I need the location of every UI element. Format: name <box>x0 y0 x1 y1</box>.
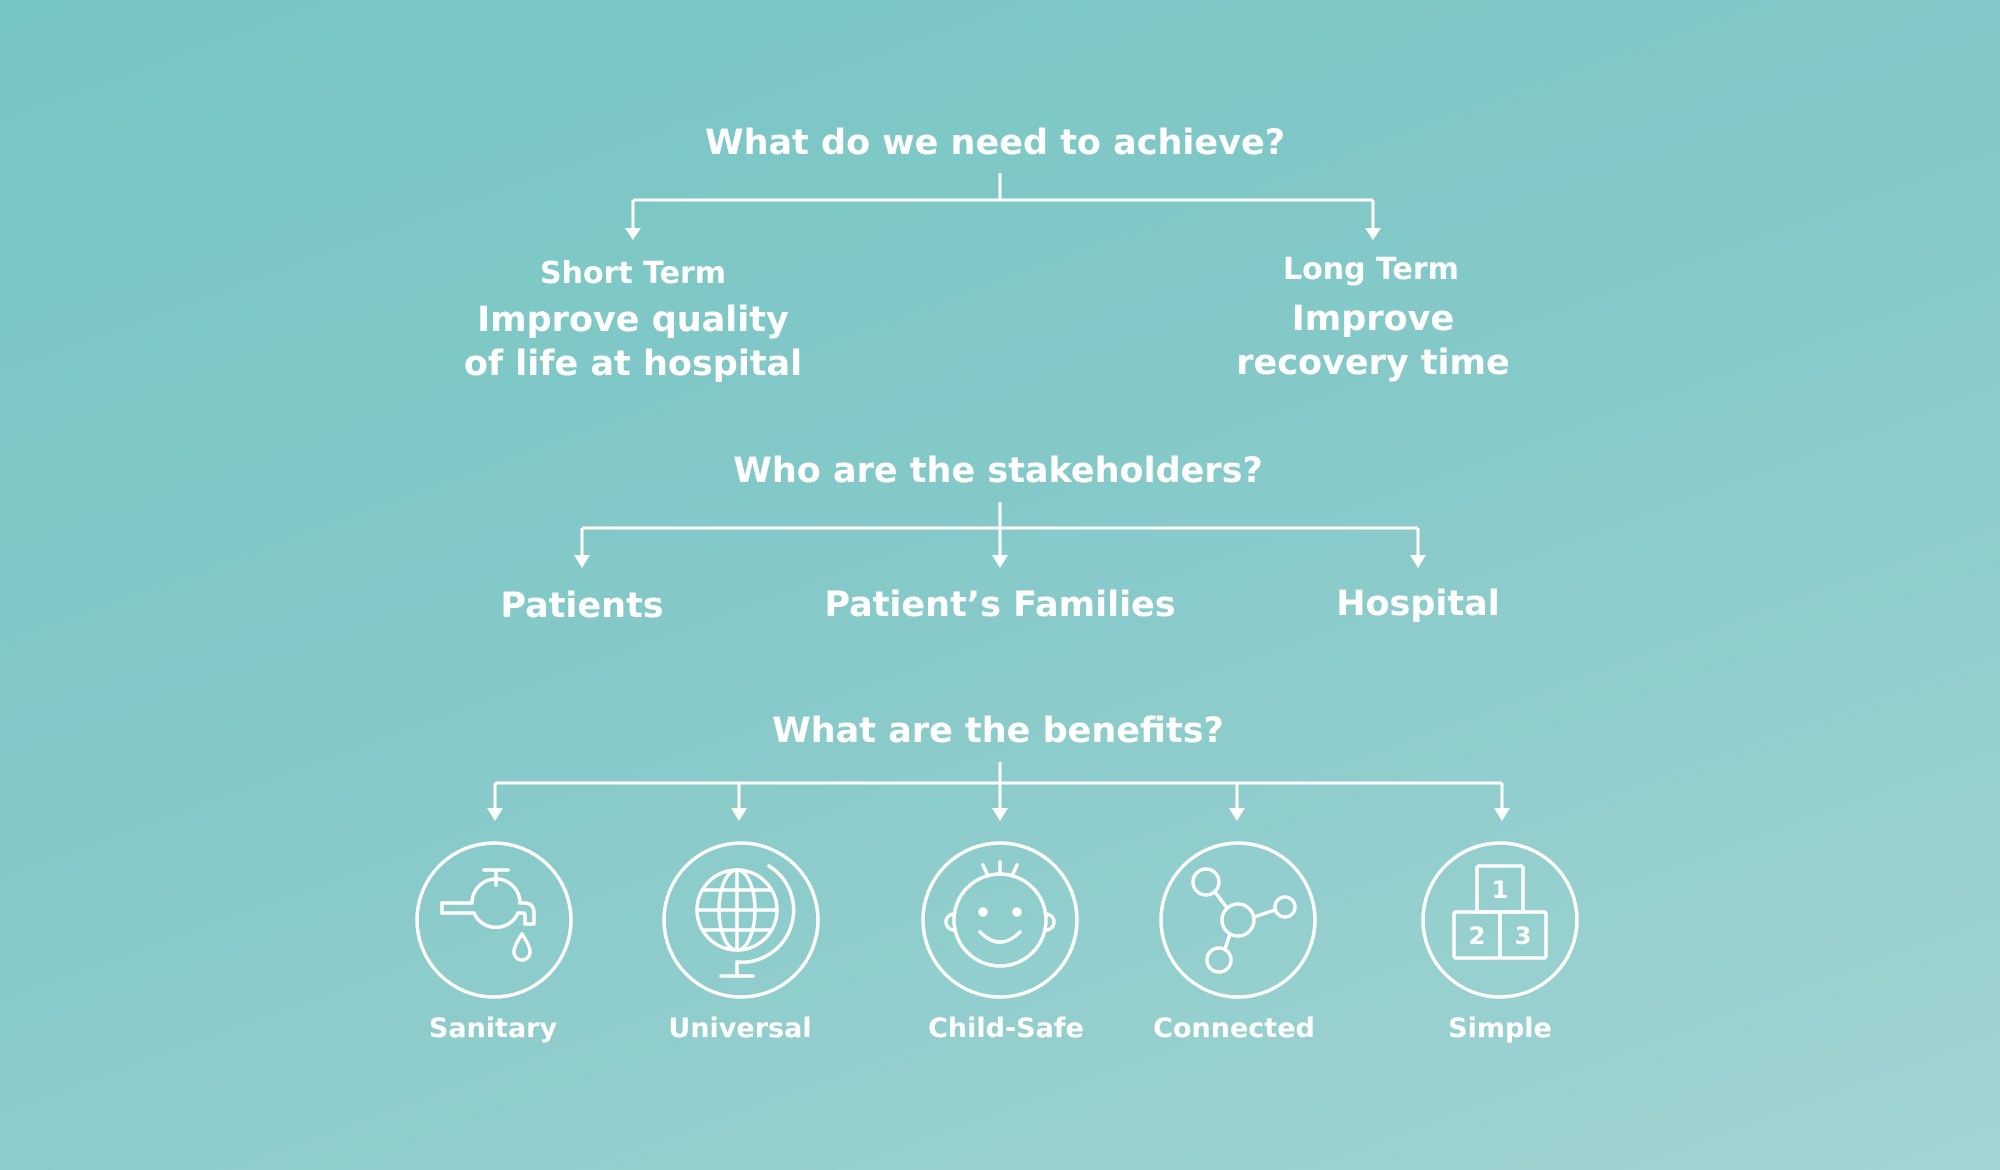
long-term-goal-line1: Improve <box>1291 299 1455 339</box>
benefits-question: What are the benefits? <box>772 711 1224 751</box>
achieve-question: What do we need to achieve? <box>704 123 1286 163</box>
stakeholders-question: Who are the stakeholders? <box>733 451 1263 491</box>
benefit-connected-label: Connected <box>1153 1013 1315 1044</box>
benefit-universal-label: Universal <box>668 1013 812 1044</box>
stakeholder-patients: Patients <box>500 586 664 626</box>
long-term-goal-line2: recovery time <box>1236 343 1510 383</box>
short-term-goal: Improve quality of life at hospital <box>464 298 802 386</box>
globe-icon <box>661 840 821 1000</box>
benefit-simple-label: Simple <box>1448 1013 1552 1044</box>
block-number-1: 1 <box>1492 876 1509 904</box>
network-nodes-icon <box>1158 840 1318 1000</box>
block-number-3: 3 <box>1515 922 1532 950</box>
short-term-goal-line1: Improve quality <box>477 300 789 340</box>
stakeholder-hospital: Hospital <box>1336 584 1500 624</box>
faucet-icon <box>414 840 574 1000</box>
baby-face-icon <box>920 840 1080 1000</box>
block-number-2: 2 <box>1469 922 1486 950</box>
long-term-label: Long Term <box>1283 252 1459 287</box>
short-term-goal-line2: of life at hospital <box>463 344 803 384</box>
number-blocks-icon: 1 2 3 <box>1420 840 1580 1000</box>
benefit-child-safe-label: Child-Safe <box>928 1013 1084 1044</box>
short-term-label: Short Term <box>539 256 727 291</box>
long-term-goal: Improve recovery time <box>1236 297 1510 385</box>
stakeholder-patients-families: Patient’s Families <box>824 585 1176 625</box>
benefit-sanitary-label: Sanitary <box>428 1013 558 1044</box>
